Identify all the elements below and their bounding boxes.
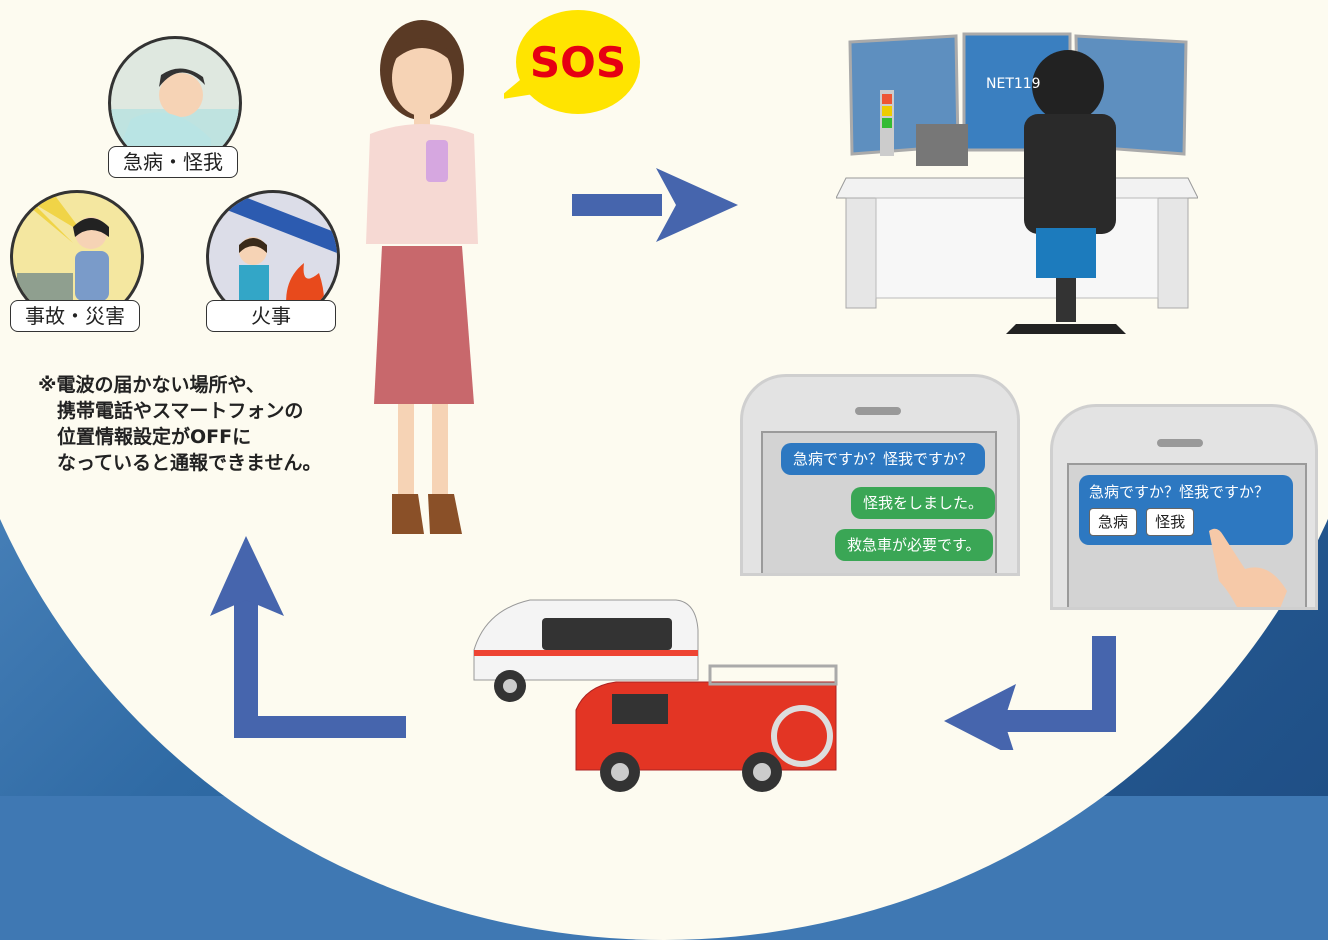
- badge-accident: 事故・災害: [10, 300, 140, 332]
- vehicles-illustration: [473, 599, 838, 792]
- chat-question-right-text: 急病ですか？怪我ですか？: [1089, 483, 1270, 501]
- note-line-2: 携帯電話やスマートフォンの: [38, 400, 304, 422]
- woman-illustration: [366, 20, 478, 534]
- operator-station-icon: [836, 32, 1198, 334]
- chat-question-left: 急病ですか？怪我ですか？: [781, 443, 986, 475]
- badge-fire: 火事: [206, 300, 336, 332]
- option-illness-button[interactable]: 急病: [1089, 508, 1138, 536]
- phone-chat-right: 急病ですか？怪我ですか？ 急病 怪我: [1050, 404, 1318, 610]
- chat-screen-right: 急病ですか？怪我ですか？ 急病 怪我: [1067, 463, 1307, 607]
- chat-answer-2: 救急車が必要です。: [835, 529, 993, 561]
- monitor-label: NET119: [986, 76, 1041, 92]
- up-arrow-icon: [210, 536, 406, 738]
- note-line-4: なっていると通報できません。: [38, 452, 322, 474]
- return-arrow-icon: [944, 636, 1116, 750]
- badge-illness: 急病・怪我: [108, 146, 238, 178]
- right-arrow-icon: [572, 168, 738, 242]
- speech-bubble-icon: [504, 10, 640, 114]
- sos-label: SOS: [529, 38, 627, 87]
- chat-screen-left: 急病ですか？怪我ですか？ 怪我をしました。 救急車が必要です。: [761, 431, 997, 573]
- note-line-1: ※電波の届かない場所や、: [38, 374, 265, 396]
- note-line-3: 位置情報設定がOFFに: [38, 426, 252, 448]
- speaker-icon: [1157, 439, 1203, 447]
- command-center: NET119: [836, 18, 1198, 348]
- ambulance-icon: [473, 599, 699, 702]
- fire-truck-icon: [575, 664, 838, 792]
- chat-answer-1: 怪我をしました。: [851, 487, 996, 519]
- speaker-icon: [855, 407, 901, 415]
- chat-question-right: 急病ですか？怪我ですか？ 急病 怪我: [1079, 475, 1293, 545]
- pointing-hand-icon: [1209, 528, 1287, 607]
- sos-bubble: SOS: [504, 8, 644, 118]
- option-injury-button[interactable]: 怪我: [1146, 508, 1195, 536]
- note-text: ※電波の届かない場所や、 携帯電話やスマートフォンの 位置情報設定がOFFに な…: [38, 372, 321, 476]
- phone-chat-left: 急病ですか？怪我ですか？ 怪我をしました。 救急車が必要です。: [740, 374, 1020, 576]
